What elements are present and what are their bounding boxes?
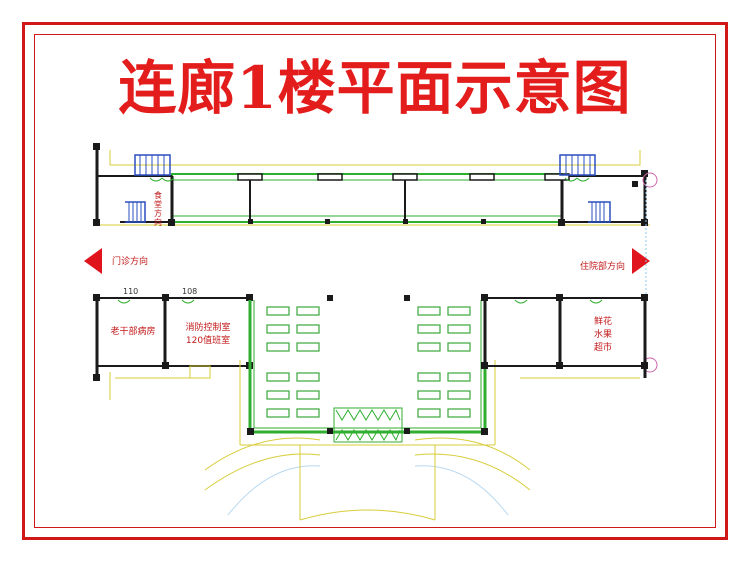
inpatient-direction: 住院部方向 [580, 248, 650, 274]
seating-left [266, 306, 320, 418]
upper-corridor [93, 143, 658, 373]
duty-room-120-label: 120值班室 [186, 334, 230, 346]
inpatient-direction-label: 住院部方向 [580, 260, 625, 272]
fire-control-room-label: 消防控制室 [185, 321, 230, 333]
canteen-char-1: 食 [154, 190, 162, 200]
room-number-108: 108 [182, 287, 197, 296]
clinic-direction: 门诊方向 [84, 248, 148, 274]
left-arrow-icon [84, 248, 102, 274]
right-arrow-icon [632, 248, 650, 274]
canteen-direction-label: 食 堂 方 向 [154, 190, 162, 227]
stairs-upper-right [559, 154, 611, 223]
canteen-char-4: 向 [154, 217, 162, 227]
stairs-upper-left [125, 154, 171, 223]
page-title: 连廊1楼平面示意图 [118, 54, 632, 122]
canteen-char-3: 方 [154, 208, 162, 218]
shop-label-supermarket: 超市 [594, 341, 612, 353]
clinic-direction-label: 门诊方向 [112, 255, 148, 267]
inner-frame [34, 34, 716, 528]
shop-label-flowers: 鲜花 [594, 315, 612, 327]
lower-block [93, 294, 648, 521]
room-number-110: 110 [123, 287, 138, 296]
outer-frame [22, 22, 728, 540]
canteen-char-2: 堂 [154, 199, 162, 209]
seating-right [417, 306, 471, 418]
shop-label-fruit: 水果 [594, 328, 612, 340]
veteran-ward-label: 老干部病房 [110, 325, 155, 337]
